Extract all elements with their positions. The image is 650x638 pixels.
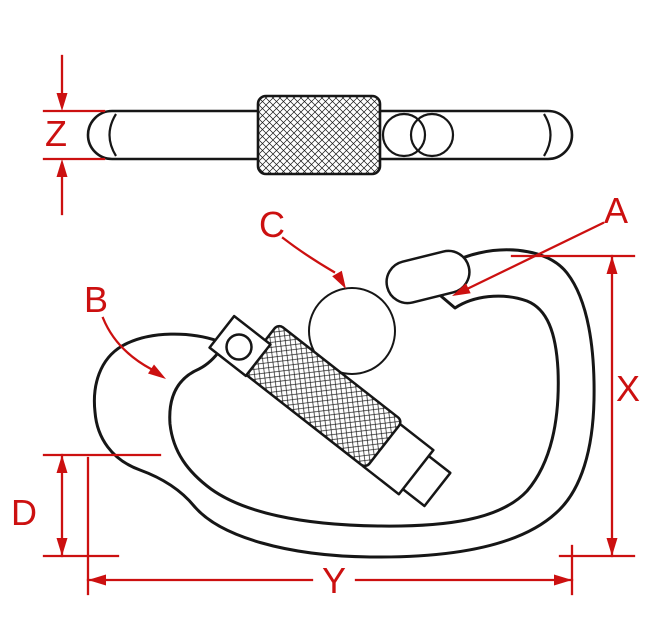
leader-line-a — [465, 221, 605, 291]
arrowheads — [56, 93, 618, 586]
arrowhead-d-top — [56, 455, 68, 473]
leader-line-c — [281, 236, 336, 274]
arrowhead-y-left — [88, 574, 106, 586]
carabiner-body — [92, 248, 596, 559]
arrowhead-y-right — [554, 574, 572, 586]
swivel-joint-circle-2 — [409, 112, 455, 158]
dimensions: Z C A B X D Y — [11, 54, 640, 601]
arrowhead-d-bottom — [56, 538, 68, 556]
nose-latch — [385, 249, 471, 305]
dimension-label-a: A — [604, 190, 628, 231]
nose-latch-body — [385, 249, 471, 305]
gate-assembly — [208, 314, 452, 508]
locking-sleeve-side — [256, 94, 382, 176]
swivel-joint-circle — [381, 112, 427, 158]
arrowhead-b — [148, 364, 166, 379]
left-end-seam — [108, 113, 117, 157]
arrowhead-z-bottom — [56, 159, 68, 177]
right-end-seam — [543, 113, 552, 157]
dimension-y — [86, 456, 574, 596]
arrowhead-x-bottom — [606, 538, 618, 556]
dimension-label-d: D — [11, 492, 37, 533]
line-art — [86, 94, 596, 559]
dimension-label-y: Y — [322, 560, 346, 601]
dimension-label-x: X — [616, 368, 640, 409]
arrowhead-c — [332, 270, 346, 289]
arrowhead-a — [452, 283, 471, 296]
dimension-z — [42, 54, 106, 216]
gate-clearance-circle — [308, 287, 396, 375]
dimension-labels: Z C A B X D Y — [11, 113, 640, 601]
arrowhead-x-top — [606, 256, 618, 274]
gate-hinge-pin — [225, 333, 253, 361]
dimension-label-z: Z — [45, 113, 67, 154]
dimension-label-c: C — [259, 204, 285, 245]
dimension-label-b: B — [84, 279, 108, 320]
leader-line-b — [101, 316, 153, 371]
side-view — [86, 94, 574, 176]
arrowhead-z-top — [56, 93, 68, 111]
front-view — [92, 248, 596, 559]
